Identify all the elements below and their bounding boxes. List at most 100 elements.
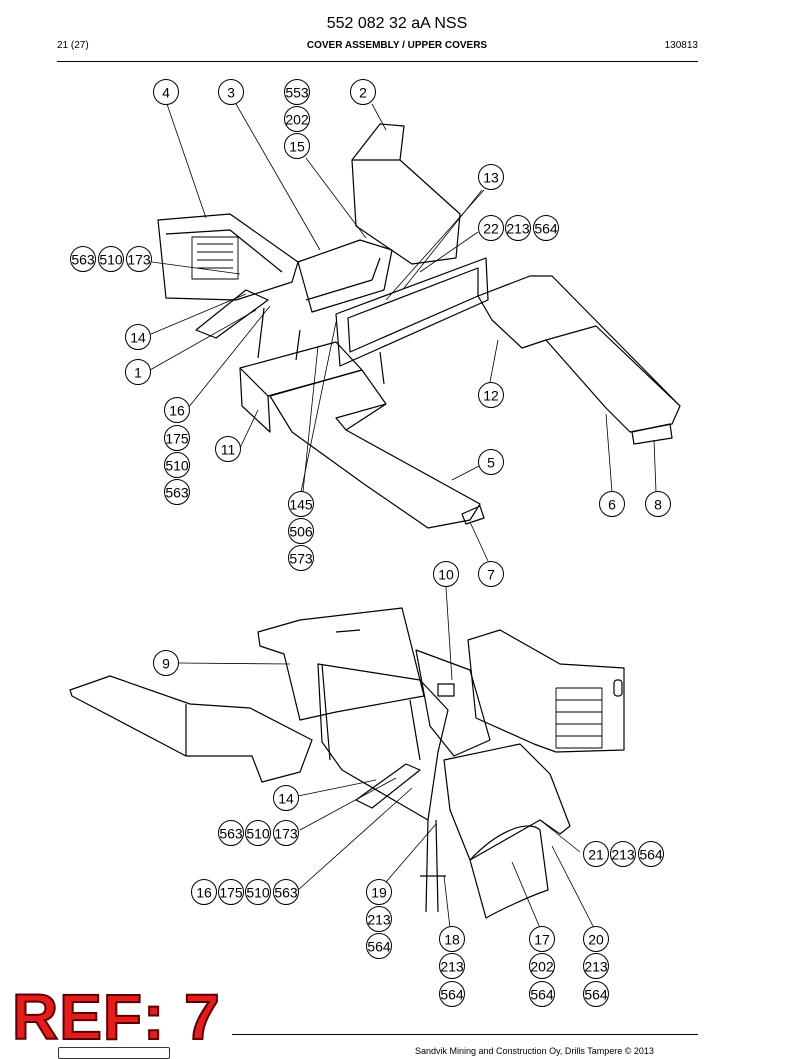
callout-balloon <box>218 79 244 105</box>
callout-22: 22 <box>478 215 504 241</box>
callout-balloon <box>478 561 504 587</box>
callout-balloon <box>98 246 124 272</box>
callout-balloon <box>153 650 179 676</box>
bracket-14 <box>195 289 269 339</box>
leader-lines <box>149 103 657 929</box>
upper-cover-assembly-drawing <box>157 123 681 529</box>
callout-8: 8 <box>645 491 671 517</box>
cover-17 <box>469 825 549 919</box>
callout-510: 510 <box>164 452 190 478</box>
ref-stamp-underline <box>58 1047 170 1059</box>
callout-563: 563 <box>164 479 190 505</box>
header-rule <box>57 61 698 62</box>
callout-label: 175 <box>219 885 243 901</box>
callout-label: 563 <box>71 252 95 268</box>
callout-10: 10 <box>433 561 459 587</box>
callout-label: 15 <box>289 139 305 155</box>
callout-balloon <box>366 933 392 959</box>
cover-6 <box>477 275 681 433</box>
callout-balloon <box>288 518 314 544</box>
callout-173: 173 <box>273 820 299 846</box>
callout-2: 2 <box>350 79 376 105</box>
callout-balloon <box>478 164 504 190</box>
callout-balloon <box>164 479 190 505</box>
callout-label: 4 <box>162 85 170 101</box>
callout-balloon <box>583 841 609 867</box>
callout-21: 21 <box>583 841 609 867</box>
callout-label: 173 <box>127 252 151 268</box>
callout-564: 564 <box>638 841 664 867</box>
cover-9 <box>257 607 425 721</box>
callout-label: 564 <box>530 987 554 1003</box>
callout-balloon <box>478 449 504 475</box>
callout-balloon <box>164 452 190 478</box>
callout-3: 3 <box>218 79 244 105</box>
callout-label: 9 <box>162 656 170 672</box>
callout-213: 213 <box>610 841 636 867</box>
callout-label: 145 <box>289 497 313 513</box>
callout-balloon <box>529 953 555 979</box>
button-panel <box>555 687 603 749</box>
callout-balloon <box>599 491 625 517</box>
callout-balloon <box>273 785 299 811</box>
document-number: 552 082 32 aA NSS <box>326 15 468 32</box>
callout-202: 202 <box>284 106 310 132</box>
callout-balloon <box>478 382 504 408</box>
callout-label: 12 <box>483 388 499 404</box>
callout-balloon <box>645 491 671 517</box>
callout-balloon <box>273 879 299 905</box>
callout-202: 202 <box>529 953 555 979</box>
callout-564: 564 <box>529 981 555 1007</box>
callout-12: 12 <box>478 382 504 408</box>
callout-balloon <box>218 820 244 846</box>
callout-label: 213 <box>611 847 635 863</box>
callout-balloon <box>533 215 559 241</box>
callout-510: 510 <box>98 246 124 272</box>
callout-175: 175 <box>218 879 244 905</box>
vent-grille <box>191 236 239 280</box>
callout-balloon <box>439 953 465 979</box>
callout-label: 564 <box>639 847 663 863</box>
callout-label: 175 <box>165 431 189 447</box>
cover-10 <box>415 649 491 757</box>
callout-14: 14 <box>273 785 299 811</box>
callout-label: 1 <box>134 365 142 381</box>
document-code: 130813 <box>664 40 698 51</box>
callout-balloon <box>125 359 151 385</box>
callout-label: 3 <box>227 85 235 101</box>
cover-panel-4 <box>157 213 299 301</box>
callout-213: 213 <box>583 953 609 979</box>
bracket-14-lower <box>355 763 421 809</box>
callout-label: 510 <box>99 252 123 268</box>
ref-stamp: REF: 7 <box>11 981 221 1053</box>
callout-label: 22 <box>483 221 499 237</box>
callout-balloon <box>638 841 664 867</box>
callout-564: 564 <box>439 981 465 1007</box>
callout-19: 19 <box>366 879 392 905</box>
callout-balloon <box>366 906 392 932</box>
callout-label: 563 <box>165 485 189 501</box>
callout-balloon <box>284 79 310 105</box>
callout-label: 14 <box>130 330 146 346</box>
callout-563: 563 <box>273 879 299 905</box>
callout-balloon <box>164 425 190 451</box>
callout-564: 564 <box>366 933 392 959</box>
callout-label: 213 <box>584 959 608 975</box>
callout-balloon <box>439 926 465 952</box>
callout-564: 564 <box>533 215 559 241</box>
rear-view-assembly-drawing <box>69 607 625 919</box>
callout-balloon <box>164 397 190 423</box>
cover-5 <box>269 369 481 529</box>
callout-label: 16 <box>169 403 185 419</box>
callout-balloon <box>529 926 555 952</box>
callout-balloon <box>505 215 531 241</box>
callout-balloon <box>583 926 609 952</box>
callout-label: 213 <box>367 912 391 928</box>
callout-16: 16 <box>164 397 190 423</box>
callout-label: 213 <box>506 221 530 237</box>
callout-label: 16 <box>196 885 212 901</box>
callout-label: 510 <box>165 458 189 474</box>
callout-label: 18 <box>444 932 460 948</box>
callout-14: 14 <box>125 324 151 350</box>
callout-balloon <box>284 106 310 132</box>
